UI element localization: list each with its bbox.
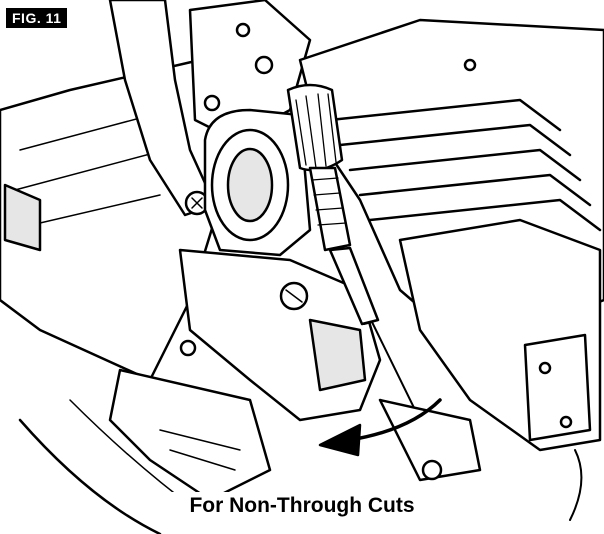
- guard-rib-5: [368, 198, 602, 232]
- mounting-plate: [523, 333, 592, 442]
- depth-rod-lower: [328, 246, 380, 326]
- bracket-screw-small: [179, 339, 197, 357]
- motor-bracket-left: [3, 183, 42, 252]
- figure-number-label: FIG. 11: [6, 8, 68, 28]
- plate-hole-1: [538, 361, 552, 375]
- lower-guard-ribs: [159, 429, 241, 471]
- blade-arc: [18, 418, 162, 534]
- caption-background: [150, 492, 454, 522]
- plate-hole-2: [559, 415, 573, 429]
- bracket-screw-3: [235, 22, 251, 38]
- lower-guard-screw: [421, 459, 443, 481]
- lower-guard-left: [108, 368, 272, 502]
- rotation-arrow: [348, 398, 442, 442]
- bracket-screw-1: [203, 94, 221, 112]
- guard-rib-4: [358, 173, 592, 207]
- guard-rib-2: [338, 123, 572, 157]
- rotation-arrowhead: [318, 423, 362, 457]
- guard-rib-3: [348, 148, 582, 182]
- bracket-screw-2: [254, 55, 274, 75]
- leaf-spring: [569, 449, 583, 521]
- figure-caption: For Non-Through Cuts: [189, 494, 415, 517]
- guard-rib-1: [328, 98, 562, 132]
- lower-guard-right: [378, 398, 482, 482]
- depth-pointer: [363, 321, 421, 421]
- housing-hole: [463, 58, 477, 72]
- depth-stop-knob: [286, 83, 344, 172]
- bracket-slot: [308, 318, 367, 392]
